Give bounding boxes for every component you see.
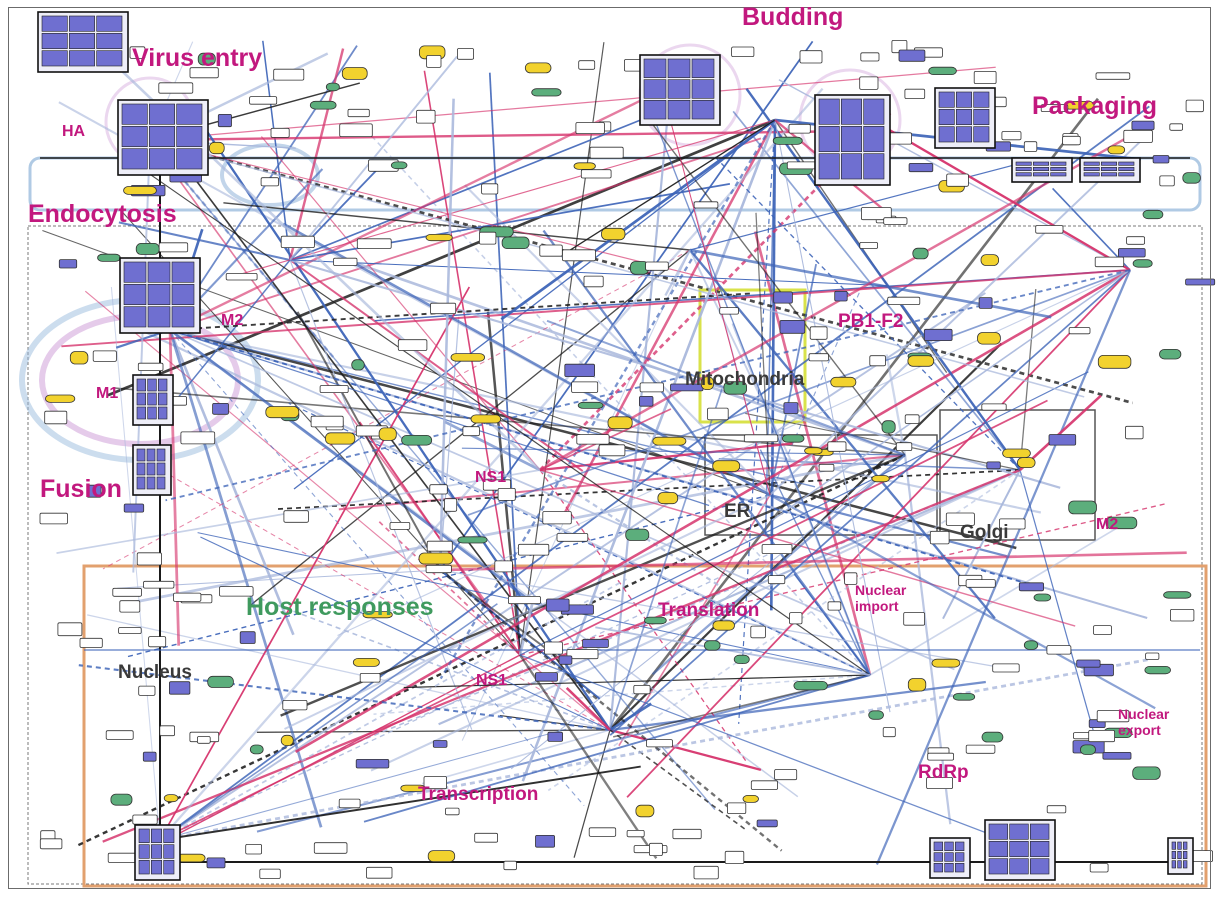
label-nuclear-export: Nuclear export: [1118, 706, 1174, 738]
label-endocytosis: Endocytosis: [28, 202, 177, 227]
label-ha: HA: [62, 124, 85, 140]
label-nucleus: Nucleus: [118, 663, 192, 682]
label-m2-top: M2: [221, 313, 243, 329]
label-rdrp: RdRp: [918, 763, 969, 782]
label-packaging: Packaging: [1032, 94, 1157, 119]
label-nuclear-import: Nuclear import: [855, 582, 907, 614]
label-m1: M1: [96, 386, 118, 402]
label-fusion: Fusion: [40, 477, 122, 502]
label-transcription: Transcription: [418, 785, 538, 804]
label-ns1-top: NS1: [475, 470, 506, 486]
label-budding: Budding: [742, 5, 843, 30]
label-virus-entry: Virus entry: [132, 46, 262, 71]
label-mitochondria: Mitochondria: [685, 370, 804, 389]
label-host-responses: Host responses: [246, 595, 434, 620]
figure-border: [8, 7, 1211, 889]
label-m2-golgi: M2: [1096, 517, 1118, 533]
label-pb1-f2: PB1-F2: [838, 312, 903, 331]
label-er: ER: [724, 502, 750, 521]
label-golgi: Golgi: [960, 523, 1009, 542]
label-translation: Translation: [658, 601, 759, 620]
label-ns1-bottom: NS1: [476, 673, 507, 689]
